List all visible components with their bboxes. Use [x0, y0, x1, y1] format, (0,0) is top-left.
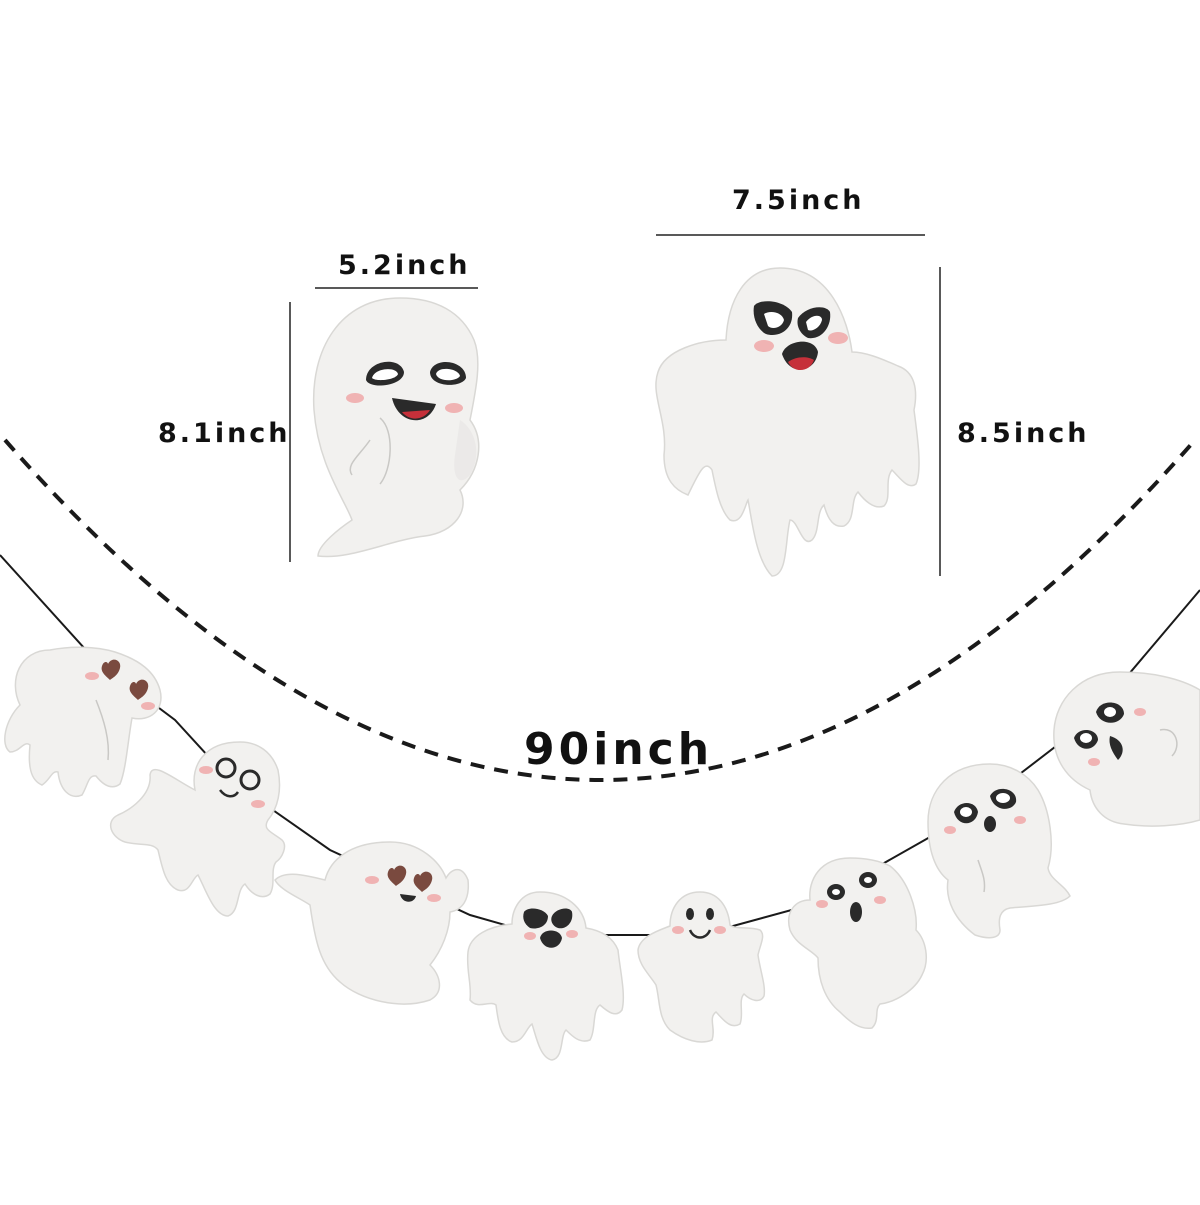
large-ghost-width-label: 7.5inch	[732, 185, 865, 216]
large-ghost-height-label: 8.5inch	[957, 418, 1090, 449]
banner-ghost-surprised	[788, 857, 928, 1030]
dot-eye-icon	[686, 908, 694, 920]
banner-ghost-heart-eyes	[4, 646, 162, 797]
banner-ghost-angry-eyes	[466, 891, 625, 1061]
small-round-ghost	[312, 297, 480, 558]
heart-eye-icon	[387, 865, 407, 886]
heart-eye-icon	[413, 871, 433, 892]
banner-ghost-big-eyes	[927, 763, 1071, 939]
banner-ghost-happy	[1053, 671, 1200, 827]
swirl-eye-icon	[215, 757, 237, 779]
dot-eye-icon	[706, 908, 714, 920]
small-ghost-width-label: 5.2inch	[338, 250, 471, 281]
banner-ghost-swirl-eyes	[109, 741, 286, 917]
large-ghost	[655, 267, 920, 577]
heart-eye-icon	[101, 659, 121, 680]
banner-length-label: 90inch	[524, 724, 714, 775]
small-ghost-height-label: 8.1inch	[158, 418, 291, 449]
cheek-icon	[828, 332, 848, 344]
cheek-icon	[346, 393, 364, 403]
heart-eye-icon	[129, 679, 149, 700]
angry-eye-icon	[523, 908, 548, 929]
swirl-eye-icon	[239, 769, 261, 791]
banner-ghost-heart-eyes-round	[274, 841, 470, 1005]
cheek-icon	[754, 340, 774, 352]
cheek-icon	[445, 403, 463, 413]
banner-length-dashed-arc	[3, 438, 1197, 782]
angry-eye-icon	[551, 908, 573, 929]
banner-ghost-simple-smile	[637, 891, 766, 1043]
